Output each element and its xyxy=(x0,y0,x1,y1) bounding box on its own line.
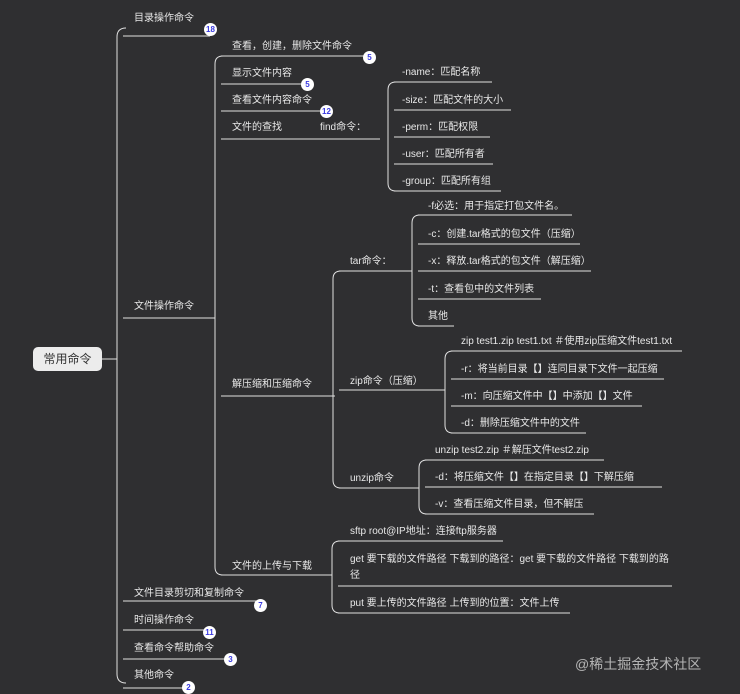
transfer-get[interactable]: get 要下载的文件路径 下载到的路径：get 要下载的文件路径 下载到的路径 xyxy=(350,554,669,581)
branch-other[interactable]: 其他命令 xyxy=(134,670,174,681)
badge-file-view-create-delete[interactable]: 5 xyxy=(363,51,376,64)
file-compress[interactable]: 解压缩和压缩命令 xyxy=(232,379,312,390)
tar-option-f[interactable]: -f必选：用于指定打包文件名。 xyxy=(428,201,565,212)
unzip-example[interactable]: unzip test2.zip ＃解压文件test2.zip xyxy=(435,445,589,456)
find-command[interactable]: find命令： xyxy=(320,122,367,133)
tar-option-other[interactable]: 其他 xyxy=(428,311,448,322)
branch-directory-ops[interactable]: 目录操作命令 xyxy=(134,13,194,24)
unzip-command[interactable]: unzip命令 xyxy=(350,473,394,484)
tar-option-t[interactable]: -t：查看包中的文件列表 xyxy=(428,284,535,295)
find-option-group[interactable]: -group：匹配所有组 xyxy=(402,176,491,187)
find-option-user[interactable]: -user：匹配所有者 xyxy=(402,149,485,160)
unzip-option-d[interactable]: -d：将压缩文件【】在指定目录【】下解压缩 xyxy=(435,472,634,483)
root-node[interactable]: 常用命令 xyxy=(33,347,102,371)
zip-option-r[interactable]: -r：将当前目录【】连同目录下文件一起压缩 xyxy=(461,364,658,375)
unzip-option-v[interactable]: -v：查看压缩文件目录，但不解压 xyxy=(435,499,584,510)
find-option-size[interactable]: -size：匹配文件的大小 xyxy=(402,95,504,106)
zip-example[interactable]: zip test1.zip test1.txt ＃使用zip压缩文件test1.… xyxy=(461,336,673,347)
file-view-create-delete[interactable]: 查看，创建，删除文件命令 xyxy=(232,41,352,52)
badge-file-show-content[interactable]: 5 xyxy=(301,78,314,91)
tar-option-c[interactable]: -c：创建.tar格式的包文件（压缩） xyxy=(428,229,581,240)
badge-cut-copy[interactable]: 7 xyxy=(254,599,267,612)
transfer-put[interactable]: put 要上传的文件路径 上传到的位置：文件上传 xyxy=(350,598,560,609)
branch-cut-copy[interactable]: 文件目录剪切和复制命令 xyxy=(134,588,244,599)
branch-time-ops[interactable]: 时间操作命令 xyxy=(134,615,194,626)
file-show-content[interactable]: 显示文件内容 xyxy=(232,68,292,79)
zip-option-d[interactable]: -d：删除压缩文件中的文件 xyxy=(461,418,580,429)
find-option-perm[interactable]: -perm：匹配权限 xyxy=(402,122,479,133)
badge-directory-ops[interactable]: 18 xyxy=(204,23,217,36)
file-find[interactable]: 文件的查找 xyxy=(232,122,282,133)
branch-help[interactable]: 查看命令帮助命令 xyxy=(134,643,214,654)
tar-option-x[interactable]: -x：释放.tar格式的包文件（解压缩） xyxy=(428,256,591,267)
watermark: @稀土掘金技术社区 xyxy=(575,656,702,672)
file-view-content-cmd[interactable]: 查看文件内容命令 xyxy=(232,95,312,106)
badge-other[interactable]: 2 xyxy=(182,681,195,694)
badge-time-ops[interactable]: 11 xyxy=(203,626,216,639)
file-upload-download[interactable]: 文件的上传与下载 xyxy=(232,561,312,572)
zip-command[interactable]: zip命令（压缩） xyxy=(350,376,423,387)
zip-option-m[interactable]: -m：向压缩文件中【】中添加【】文件 xyxy=(461,391,633,402)
badge-help[interactable]: 3 xyxy=(224,653,237,666)
branch-file-ops[interactable]: 文件操作命令 xyxy=(134,301,194,312)
transfer-sftp[interactable]: sftp root@IP地址：连接ftp服务器 xyxy=(350,526,497,537)
find-option-name[interactable]: -name：匹配名称 xyxy=(402,67,481,78)
tar-command[interactable]: tar命令： xyxy=(350,256,392,267)
badge-file-view-content-cmd[interactable]: 12 xyxy=(320,105,333,118)
